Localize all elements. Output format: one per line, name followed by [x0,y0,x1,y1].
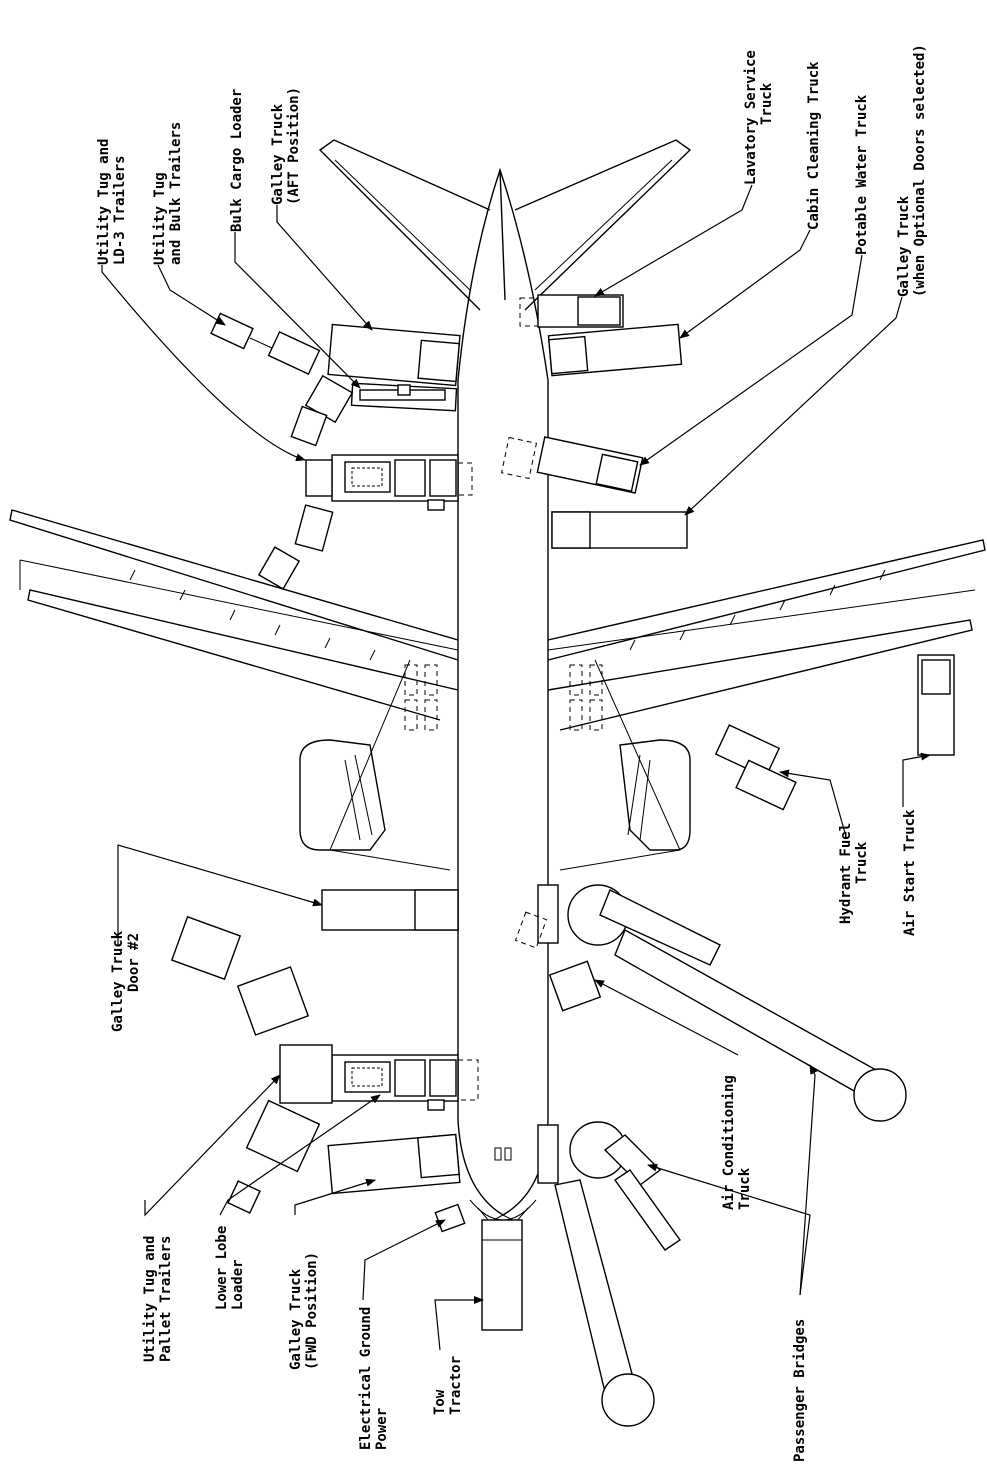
galley-truck-fwd-shape [327,1133,461,1195]
electrical-ground-power-shape [434,1203,466,1233]
label-bulk-cargo-loader: Bulk Cargo Loader [229,89,245,232]
label-electrical-ground-power: Electrical Ground Power [358,1307,390,1450]
label-galley-truck-door2: Galley Truck Door #2 [110,930,142,1032]
fwd-lower-lobe-loader [170,915,479,1214]
left-engine [299,739,386,851]
label-line: Utility Tug [152,172,168,265]
label-utility-tug-pallet: Utility Tug and Pallet Trailers [142,1236,174,1362]
label-line: Galley Truck [896,195,912,297]
label-line: Bulk Cargo Loader [229,89,245,232]
label-line: Lavatory Service [743,50,759,185]
label-line: Galley Truck [110,930,126,1032]
air-start-truck-shape [917,654,955,756]
label-line: Air Conditioning [721,1075,737,1210]
left-wing [9,509,459,661]
label-potable-water-truck: Potable Water Truck [854,94,870,255]
right-wing [547,539,986,661]
label-line: Truck [737,1167,753,1210]
label-line: Air Start Truck [902,809,918,936]
label-galley-truck-aft: Galley Truck (AFT Position) [270,87,302,205]
label-line: Pallet Trailers [158,1236,174,1362]
potable-water-truck-shape [500,436,644,494]
nose-landing-gear [494,1147,512,1161]
bulk-cargo-loader [350,382,458,412]
airplane [9,139,986,1223]
label-tow-tractor: Tow Tractor [432,1356,464,1415]
label-lower-lobe-loader: Lower Lobe Loader [214,1226,246,1310]
leader-lines [101,184,931,1351]
galley-truck-optional-shape [551,511,688,549]
label-line: Galley Truck [288,1268,304,1370]
label-utility-tug-ld3: Utility Tug and LD-3 Trailers [96,139,128,265]
label-passenger-bridges: Passenger Bridges [792,1319,808,1462]
galley-truck-door2-shape [321,889,459,931]
label-line: Hydrant Fuel [838,823,854,924]
galley-truck-aft [327,323,461,387]
lavatory-truck-shape [519,294,624,328]
label-line: (when Optional Doors selected) [912,44,928,297]
label-line: Truck [759,82,775,125]
label-line: and Bulk Trailers [168,122,184,265]
label-line: Loader [230,1259,246,1310]
label-line: Utility Tug and [96,139,112,265]
bulk-trailers [210,312,354,447]
label-air-conditioning-truck: Air Conditioning Truck [721,1075,753,1210]
label-hydrant-fuel-truck: Hydrant Fuel Truck [838,823,870,924]
label-line: Tow [432,1389,448,1415]
label-utility-tug-bulk: Utility Tug and Bulk Trailers [152,122,184,265]
label-line: Potable Water Truck [854,94,870,255]
label-line: Tractor [448,1356,464,1415]
label-line: Electrical Ground [358,1307,374,1450]
label-line: Cabin Cleaning Truck [806,61,822,230]
label-line: Galley Truck [270,103,286,205]
hydrant-fuel-truck-shape [714,724,797,811]
label-line: (AFT Position) [286,87,302,205]
label-line: Door #2 [126,933,142,992]
label-line: Lower Lobe [214,1226,230,1310]
label-lavatory-service-truck: Lavatory Service Truck [743,50,775,185]
fuselage [457,167,549,1216]
main-landing-gear [404,664,603,731]
label-cabin-cleaning-truck: Cabin Cleaning Truck [806,61,822,230]
label-galley-truck-fwd: Galley Truck (FWD Position) [288,1252,320,1370]
vertical-fin [499,169,506,301]
right-horizontal-stabilizer [514,139,692,311]
label-line: Passenger Bridges [792,1319,808,1462]
label-line: (FWD Position) [304,1252,320,1370]
label-air-start-truck: Air Start Truck [902,809,918,936]
air-conditioning-truck-shape [548,960,602,1012]
cabin-cleaning-truck-shape [547,323,683,377]
passenger-bridge-fwd [537,1121,681,1427]
label-line: Utility Tug and [142,1236,158,1362]
left-horizontal-stabilizer [318,139,491,311]
label-line: Truck [854,841,870,884]
label-line: LD-3 Trailers [112,155,128,265]
aft-lower-lobe-loader [257,454,473,590]
label-line: Power [374,1408,390,1450]
passenger-bridge-aft [514,884,907,1122]
tow-tractor-shape [481,1219,523,1331]
label-galley-truck-optional: Galley Truck (when Optional Doors select… [896,44,928,297]
